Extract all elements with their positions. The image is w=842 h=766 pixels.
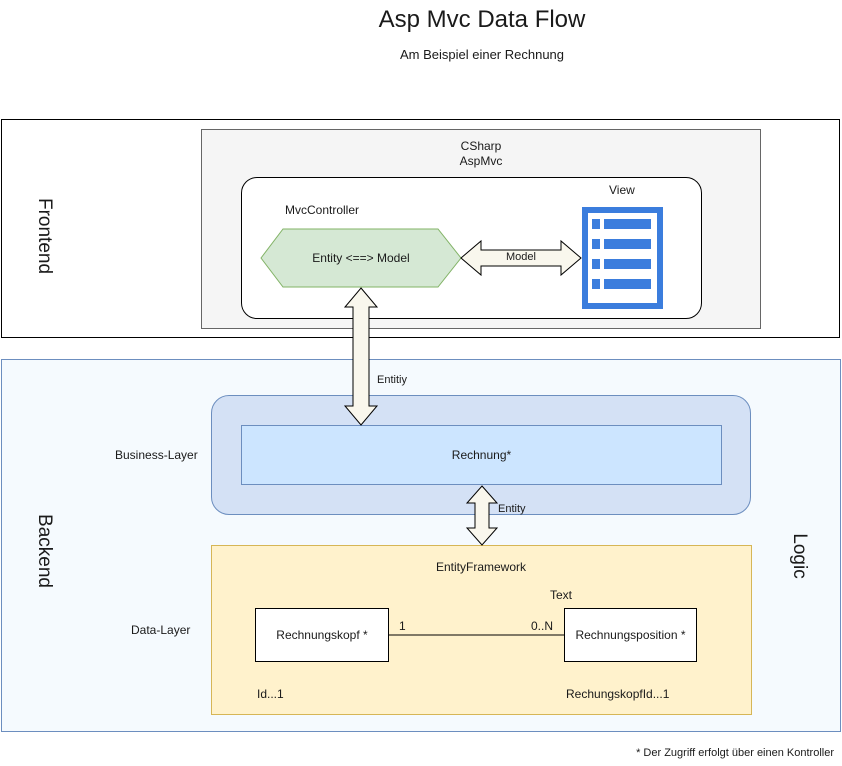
diagram-title: Asp Mvc Data Flow: [378, 6, 586, 33]
view-label: View: [609, 183, 635, 197]
left-key-label: Id...1: [257, 687, 284, 701]
framework-label: CSharp AspMvc: [459, 139, 503, 168]
view-list-icon: [582, 207, 663, 309]
data-layer-label: Data-Layer: [131, 623, 191, 637]
entity-model-node-label: Entity <==> Model: [312, 251, 410, 265]
entitiy-arrow-label: Entitiy: [377, 374, 407, 386]
diagram-subtitle: Am Beispiel einer Rechnung: [399, 47, 565, 62]
rechnungskopf-entity: Rechnungskopf *: [255, 608, 389, 662]
model-arrow-label: Model: [501, 251, 541, 263]
business-entity-box: Rechnung*: [241, 425, 722, 485]
left-multiplicity: 1: [399, 619, 406, 633]
relation-type-label: Text: [550, 588, 573, 602]
business-layer-label: Business-Layer: [115, 448, 198, 462]
right-multiplicity: 0..N: [531, 619, 554, 633]
right-key-label: RechungskopfId...1: [566, 687, 670, 701]
controller-label: MvcController: [285, 203, 360, 217]
entitiy-double-arrow: [343, 287, 379, 426]
footnote: * Der Zugriff erfolgt über einen Kontrol…: [636, 747, 834, 759]
entity-arrow-label: Entity: [498, 503, 526, 515]
rechnungsposition-entity: Rechnungsposition *: [564, 608, 697, 662]
orm-label: EntityFramework: [435, 560, 527, 574]
entity-double-arrow: [465, 485, 499, 546]
